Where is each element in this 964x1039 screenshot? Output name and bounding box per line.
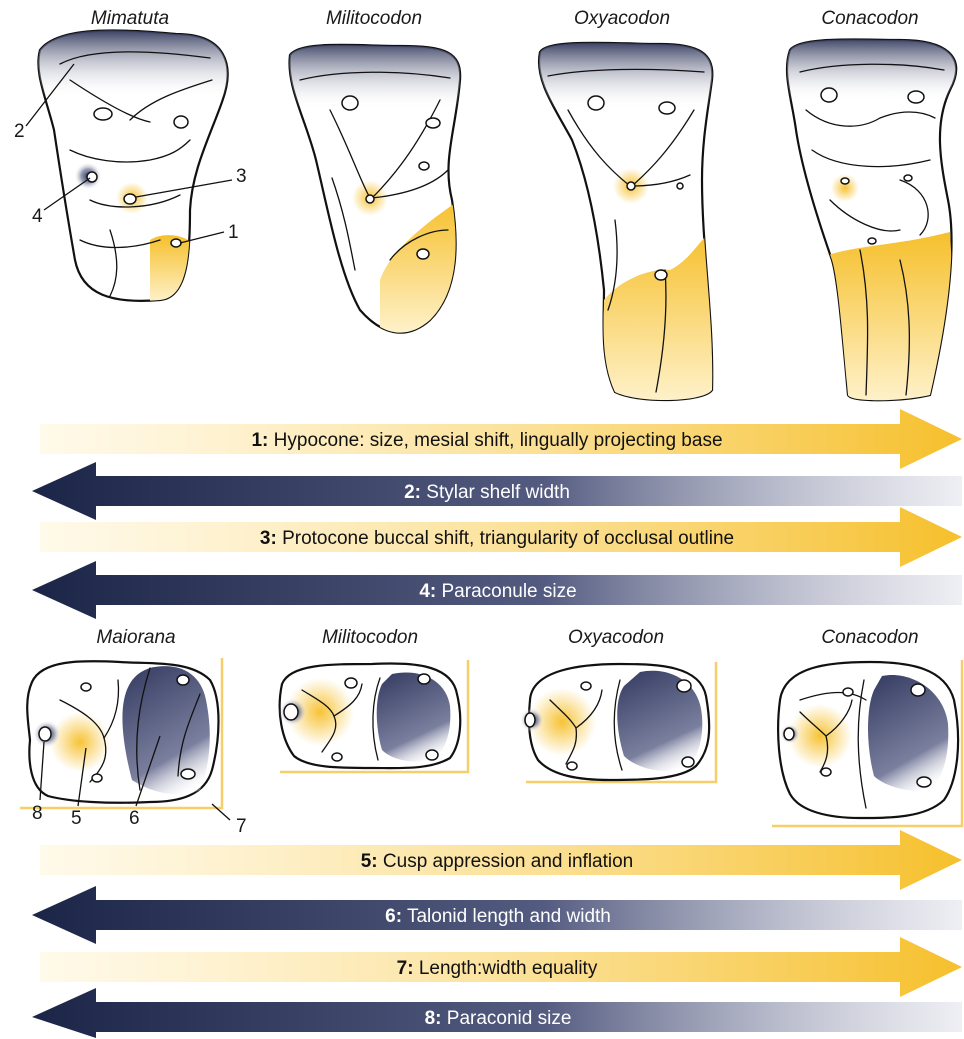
upper-molar-mimatuta <box>30 28 240 305</box>
taxon-label-militocodon-lower: Militocodon <box>322 627 418 648</box>
lower-molar-militocodon <box>279 660 468 772</box>
arrow-1-label: 1: Hypocone: size, mesial shift, lingual… <box>251 430 722 451</box>
arrow-4-paraconule: 4: Paraconule size <box>32 561 962 619</box>
arrow-8-label: 8: Paraconid size <box>425 1008 572 1029</box>
arrow-2-stylar-shelf: 2: Stylar shelf width <box>32 462 962 520</box>
taxon-label-oxyacodon-upper: Oxyacodon <box>574 8 670 29</box>
taxon-label-maiorana: Maiorana <box>96 627 175 648</box>
arrow-6-label: 6: Talonid length and width <box>385 906 611 927</box>
taxon-label-militocodon-upper: Militocodon <box>326 8 422 29</box>
callout-number-8: 8 <box>32 803 43 824</box>
lower-molar-conacodon <box>772 660 962 826</box>
arrow-5-label: 5: Cusp appression and inflation <box>361 851 634 872</box>
upper-molar-oxyacodon <box>530 40 720 410</box>
arrow-2-label: 2: Stylar shelf width <box>404 482 570 503</box>
arrow-8-paraconid: 8: Paraconid size <box>32 988 962 1038</box>
callout-number-1: 1 <box>228 222 239 243</box>
upper-molar-militocodon <box>280 40 470 340</box>
arrow-4-label: 4: Paraconule size <box>419 581 576 602</box>
arrow-1-hypocone: 1: Hypocone: size, mesial shift, lingual… <box>40 409 962 469</box>
taxon-label-oxyacodon-lower: Oxyacodon <box>568 627 664 648</box>
upper-molar-conacodon <box>780 36 964 410</box>
lower-molar-oxyacodon <box>520 662 716 782</box>
arrow-3-protocone: 3: Protocone buccal shift, triangularity… <box>40 507 962 567</box>
callout-number-6: 6 <box>129 808 140 829</box>
arrow-6-talonid: 6: Talonid length and width <box>32 886 962 944</box>
arrow-5-cusp-appression: 5: Cusp appression and inflation <box>40 830 962 890</box>
arrow-7-label: 7: Length:width equality <box>397 958 598 979</box>
callout-number-7: 7 <box>236 816 247 837</box>
callout-number-5: 5 <box>71 808 82 829</box>
lower-molar-maiorana <box>20 658 222 808</box>
taxon-label-mimatuta: Mimatuta <box>91 8 169 29</box>
arrow-7-length-width: 7: Length:width equality <box>40 937 962 997</box>
taxon-label-conacodon-upper: Conacodon <box>821 8 918 29</box>
callout-number-4: 4 <box>32 206 43 227</box>
callout-number-2: 2 <box>14 121 25 142</box>
callout-number-3: 3 <box>236 166 247 187</box>
arrow-3-label: 3: Protocone buccal shift, triangularity… <box>260 528 734 549</box>
taxon-label-conacodon-lower: Conacodon <box>821 627 918 648</box>
